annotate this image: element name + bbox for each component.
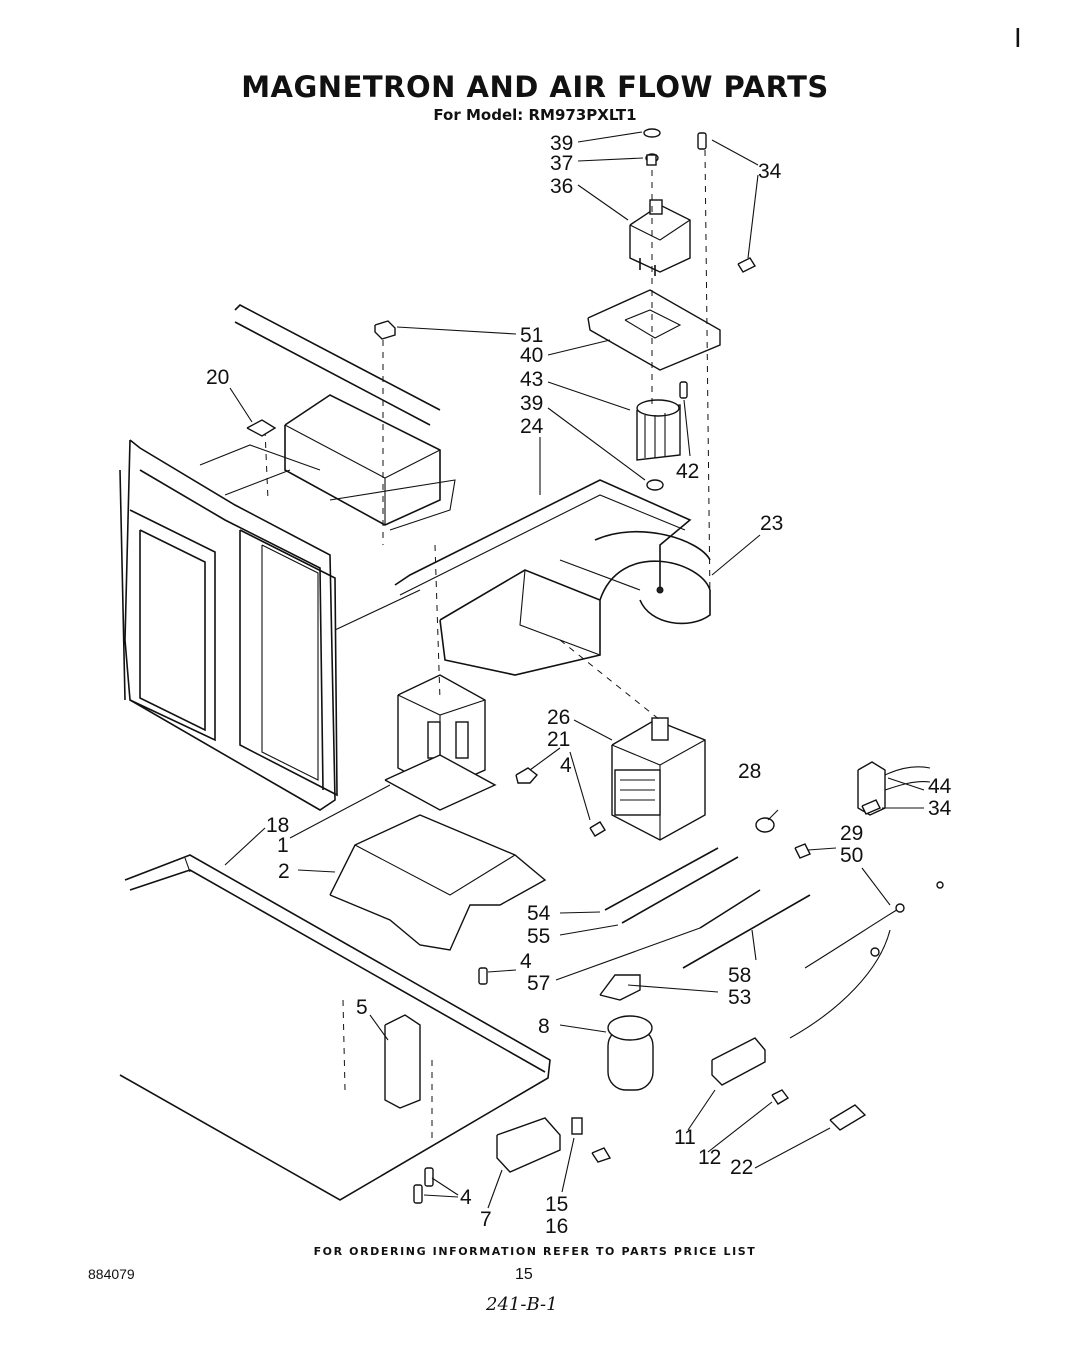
- callout-18: 18: [266, 814, 289, 837]
- callout-8: 8: [538, 1015, 550, 1038]
- page-title: MAGNETRON AND AIR FLOW PARTS: [241, 70, 829, 104]
- callout-34: 34: [928, 797, 952, 820]
- callout-22: 22: [730, 1156, 753, 1179]
- oven-cabinet-drawing: [119, 304, 456, 811]
- callout-16: 16: [545, 1215, 568, 1238]
- leader-lines: [224, 131, 925, 1209]
- callout-43: 43: [520, 368, 543, 391]
- ordering-note: FOR ORDERING INFORMATION REFER TO PARTS …: [313, 1245, 757, 1258]
- callout-20: 20: [206, 366, 229, 389]
- callout-4: 4: [560, 754, 572, 777]
- model-subtitle: For Model: RM973PXLT1: [433, 106, 637, 124]
- callout-42: 42: [676, 460, 699, 483]
- exploded-parts-diagram: 39 37 36 34 51 40 43 39 24 42 20 23 26 2…: [119, 128, 952, 1238]
- callout-54: 54: [527, 902, 551, 925]
- callout-51: 51: [520, 324, 543, 347]
- callout-36: 36: [550, 175, 573, 198]
- callout-12: 12: [698, 1146, 721, 1169]
- callout-53: 53: [728, 986, 751, 1009]
- callout-57: 57: [527, 972, 550, 995]
- callout-37: 37: [550, 152, 573, 175]
- callout-5: 5: [356, 996, 368, 1019]
- callout-2: 2: [278, 860, 290, 883]
- callout-50: 50: [840, 844, 863, 867]
- callout-40: 40: [520, 344, 543, 367]
- transformer-magnetron-drawing: [264, 340, 706, 951]
- handwritten-note: 241-B-1: [486, 1294, 558, 1315]
- callout-labels: 39 37 36 34 51 40 43 39 24 42 20 23 26 2…: [206, 132, 952, 1238]
- callout-39: 39: [520, 392, 543, 415]
- fan-motor-assembly: [587, 128, 757, 601]
- callout-26: 26: [547, 706, 570, 729]
- callout-15: 15: [545, 1193, 568, 1216]
- base-plate-drawing: [119, 854, 551, 1201]
- callout-11: 11: [674, 1126, 696, 1149]
- air-duct-drawing: [394, 479, 711, 676]
- document-number: 884079: [88, 1266, 135, 1282]
- page-number: 15: [515, 1266, 533, 1283]
- callout-7: 7: [480, 1208, 492, 1231]
- corner-mark: I: [1014, 24, 1022, 54]
- callout-21: 21: [547, 728, 570, 751]
- callout-1: 1: [277, 834, 289, 857]
- callout-55: 55: [527, 925, 550, 948]
- small-parts-drawing: [246, 320, 944, 1204]
- callout-23: 23: [760, 512, 783, 535]
- callout-4: 4: [460, 1186, 472, 1209]
- callout-58: 58: [728, 964, 751, 987]
- callout-4: 4: [520, 950, 532, 973]
- callout-34: 34: [758, 160, 782, 183]
- callout-44: 44: [928, 775, 952, 798]
- callout-28: 28: [738, 760, 761, 783]
- callout-29: 29: [840, 822, 863, 845]
- callout-24: 24: [520, 415, 544, 438]
- callout-39: 39: [550, 132, 573, 155]
